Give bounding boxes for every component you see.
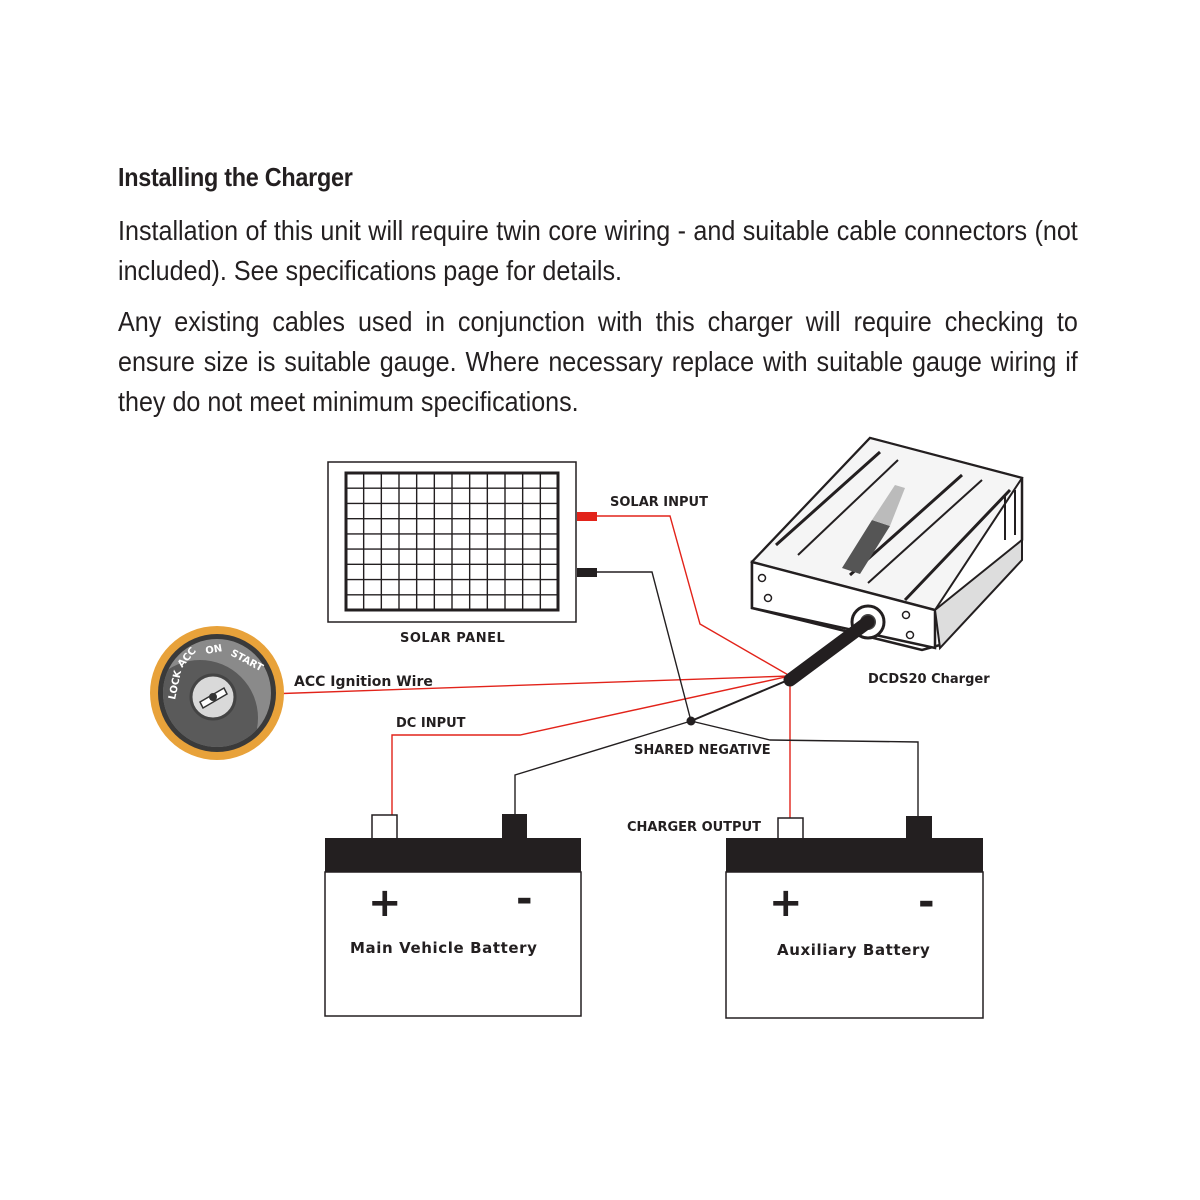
main-battery-label: Main Vehicle Battery xyxy=(350,939,538,957)
solar-negative-terminal xyxy=(577,568,597,577)
main-minus-sign: - xyxy=(516,876,533,922)
ignition-switch: LOCK ACC ON START xyxy=(150,626,284,760)
solar-negative-wire xyxy=(597,571,692,722)
charger-name-label: DCDS20 Charger xyxy=(868,672,990,687)
dc-input-label: DC INPUT xyxy=(396,716,466,731)
charger-output-label: CHARGER OUTPUT xyxy=(627,820,761,835)
shared-negative-label: SHARED NEGATIVE xyxy=(634,743,771,758)
cable-paragraph: Any existing cables used in conjunction … xyxy=(118,306,1078,417)
solar-panel-label: SOLAR PANEL xyxy=(400,631,505,646)
solar-input-wire xyxy=(597,515,791,677)
acc-ignition-wire xyxy=(267,675,791,695)
solar-positive-terminal xyxy=(577,512,597,521)
main-negative-wire xyxy=(514,720,692,818)
charger-negative-wire xyxy=(690,674,801,722)
solar-panel xyxy=(327,461,577,623)
aux-positive-terminal xyxy=(777,817,804,840)
intro-paragraph: Installation of this unit will require t… xyxy=(118,215,1078,286)
aux-battery-label: Auxiliary Battery xyxy=(777,941,930,959)
aux-plus-sign: + xyxy=(769,880,803,926)
wires xyxy=(267,515,919,820)
section-heading: Installing the Charger xyxy=(118,162,353,192)
aux-negative-wire xyxy=(690,720,919,818)
main-vehicle-battery xyxy=(324,814,582,1017)
main-plus-sign: + xyxy=(368,880,402,926)
auxiliary-battery xyxy=(725,816,984,1019)
svg-text:ON: ON xyxy=(205,643,224,657)
dc-input-wire xyxy=(391,675,791,820)
main-negative-terminal xyxy=(502,814,527,839)
solar-input-label: SOLAR INPUT xyxy=(610,495,708,510)
aux-minus-sign: - xyxy=(918,879,935,925)
shared-negative-junction xyxy=(686,716,696,726)
acc-wire-label: ACC Ignition Wire xyxy=(294,674,433,690)
dcds20-charger xyxy=(750,436,1024,687)
aux-negative-terminal xyxy=(906,816,932,840)
main-positive-terminal xyxy=(371,814,398,840)
